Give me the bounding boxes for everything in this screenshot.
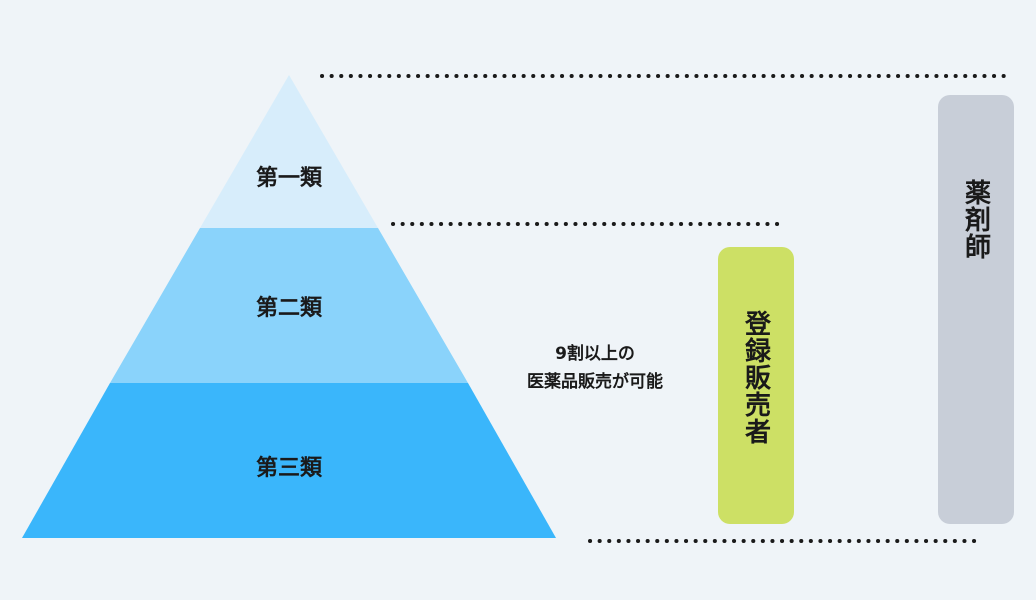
registered-seller-bar: 登録販売者 [718, 247, 794, 524]
registered-seller-label: 登録販売者 [740, 310, 771, 445]
pharmacist-label: 薬剤師 [960, 179, 991, 260]
coverage-note-line-2: 医薬品販売が可能 [527, 372, 663, 392]
coverage-note: 9割以上の 医薬品販売が可能 [480, 340, 710, 396]
tier-2-label: 第二類 [256, 295, 323, 321]
tier-3-shape [22, 383, 556, 538]
tier-2-shape [110, 228, 468, 383]
tier-3-label: 第三類 [256, 455, 323, 481]
coverage-note-line-1: 9割以上の [555, 344, 635, 364]
tier-1-label: 第一類 [256, 165, 323, 191]
tier-1-shape [200, 75, 378, 228]
pharmacist-bar: 薬剤師 [938, 95, 1014, 524]
